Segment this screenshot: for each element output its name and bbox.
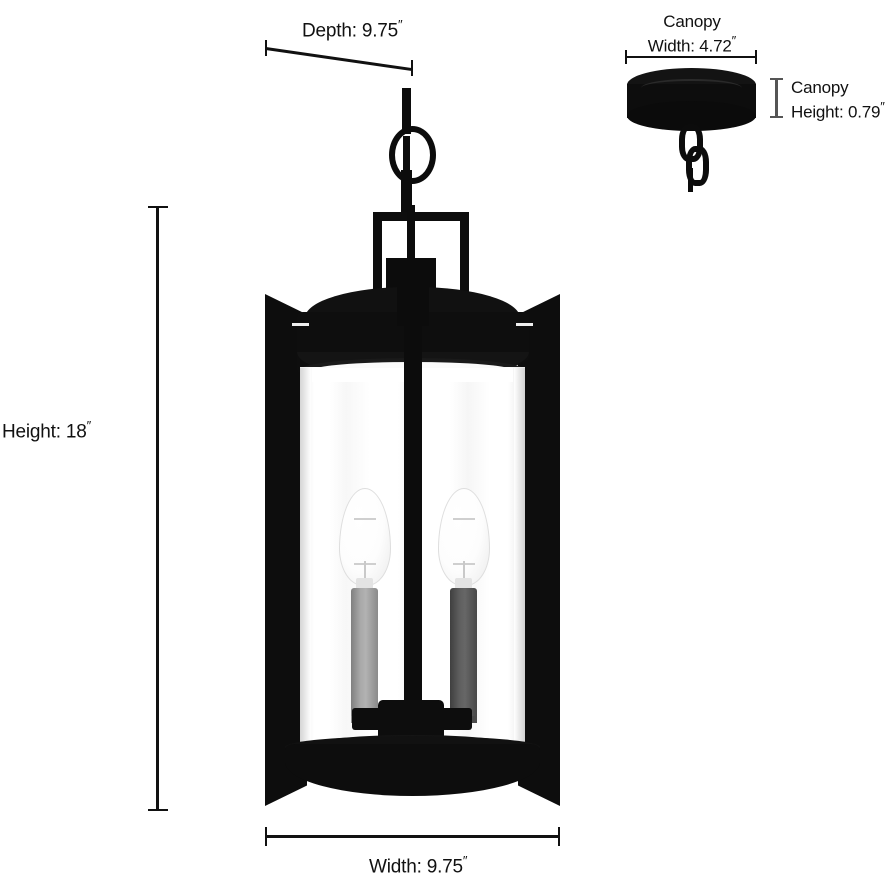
canopy-width-label: Canopy Width: 4.72″ bbox=[647, 12, 737, 56]
canopy-width-cap-right bbox=[755, 50, 757, 64]
bulb-left-sleeve bbox=[351, 588, 378, 723]
hanger-rod-lower bbox=[401, 170, 412, 218]
depth-cap-right bbox=[411, 60, 413, 76]
canopy-height-cap-top bbox=[770, 78, 783, 80]
canopy-height-dimension-line bbox=[775, 79, 778, 117]
canopy-chain-link-2 bbox=[686, 146, 709, 186]
hanger-rod-top bbox=[402, 88, 411, 134]
center-stem bbox=[404, 288, 422, 718]
bulb-right-neck bbox=[455, 578, 472, 590]
glass-edge-highlight-left bbox=[300, 368, 311, 748]
canopy-height-cap-bottom bbox=[770, 116, 783, 118]
bulb-left-filament-wire bbox=[364, 561, 366, 581]
frame-center-stem bbox=[407, 205, 415, 283]
glass-edge-highlight-right bbox=[514, 368, 525, 748]
canopy-height-label: Canopy Height: 0.79″ bbox=[791, 78, 885, 122]
width-dimension-line bbox=[266, 835, 560, 838]
hanger-rod-mid bbox=[403, 136, 410, 176]
cage-panel-right bbox=[518, 294, 560, 806]
canopy-width-dimension-line bbox=[626, 56, 757, 58]
bulb-right-filament-wire bbox=[463, 561, 465, 581]
canopy-groove bbox=[641, 79, 742, 97]
bulb-left-filament-top bbox=[354, 518, 376, 520]
lantern-base-plate bbox=[285, 744, 540, 796]
height-cap-top bbox=[148, 206, 168, 208]
bulb-right-sleeve bbox=[450, 588, 477, 723]
socket-arm-right bbox=[440, 708, 472, 730]
canopy-width-cap-left bbox=[625, 50, 627, 64]
canopy-chain-rod bbox=[688, 168, 693, 192]
depth-label: Depth: 9.75″ bbox=[302, 17, 403, 42]
bulb-left-neck bbox=[356, 578, 373, 590]
bulb-right-filament-top bbox=[453, 518, 475, 520]
socket-arm-left bbox=[352, 708, 384, 730]
collar-slot-left bbox=[292, 323, 309, 326]
depth-cap-left bbox=[265, 40, 267, 56]
height-dimension-line bbox=[156, 207, 159, 810]
width-label: Width: 9.75″ bbox=[369, 853, 468, 878]
hanger-chain-link bbox=[389, 126, 436, 184]
width-cap-left bbox=[265, 827, 267, 846]
height-label: Height: 18″ bbox=[2, 418, 92, 443]
height-cap-bottom bbox=[148, 809, 168, 811]
collar-slot-right bbox=[516, 323, 533, 326]
width-cap-right bbox=[558, 827, 560, 846]
